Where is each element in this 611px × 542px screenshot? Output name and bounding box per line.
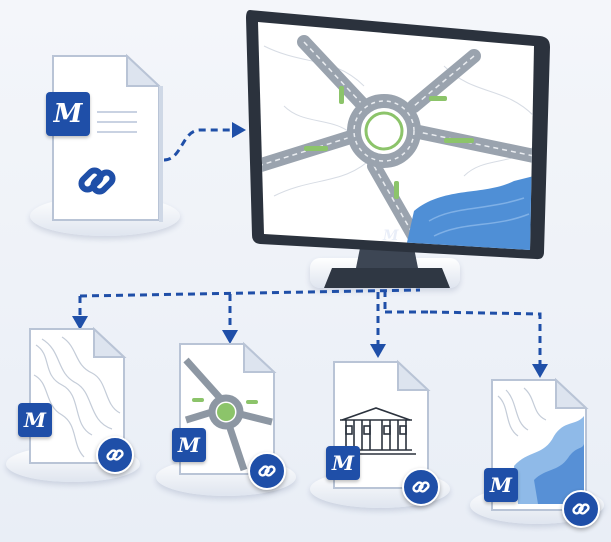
output-1-m-logo-icon: M <box>18 403 52 437</box>
monitor <box>246 10 550 260</box>
output-2-m-logo-icon: M <box>172 428 206 462</box>
output-3-link-icon[interactable] <box>402 468 440 506</box>
topography-doc-icon[interactable] <box>22 325 132 470</box>
roundabout-map-icon <box>258 35 534 250</box>
output-1-link-icon[interactable] <box>96 436 134 474</box>
flood-map-doc-icon[interactable] <box>484 376 594 516</box>
output-4-link-icon[interactable] <box>562 490 600 528</box>
source-m-logo-icon: M <box>46 92 90 136</box>
monitor-m-logo-icon: M <box>383 228 399 244</box>
text-lines-icon <box>97 111 137 133</box>
output-2-link-icon[interactable] <box>248 452 286 490</box>
flow-arrow-source-to-monitor <box>163 122 246 162</box>
output-3-m-logo-icon: M <box>326 446 360 480</box>
output-4-m-logo-icon: M <box>484 468 518 502</box>
source-link-icon <box>78 167 116 195</box>
